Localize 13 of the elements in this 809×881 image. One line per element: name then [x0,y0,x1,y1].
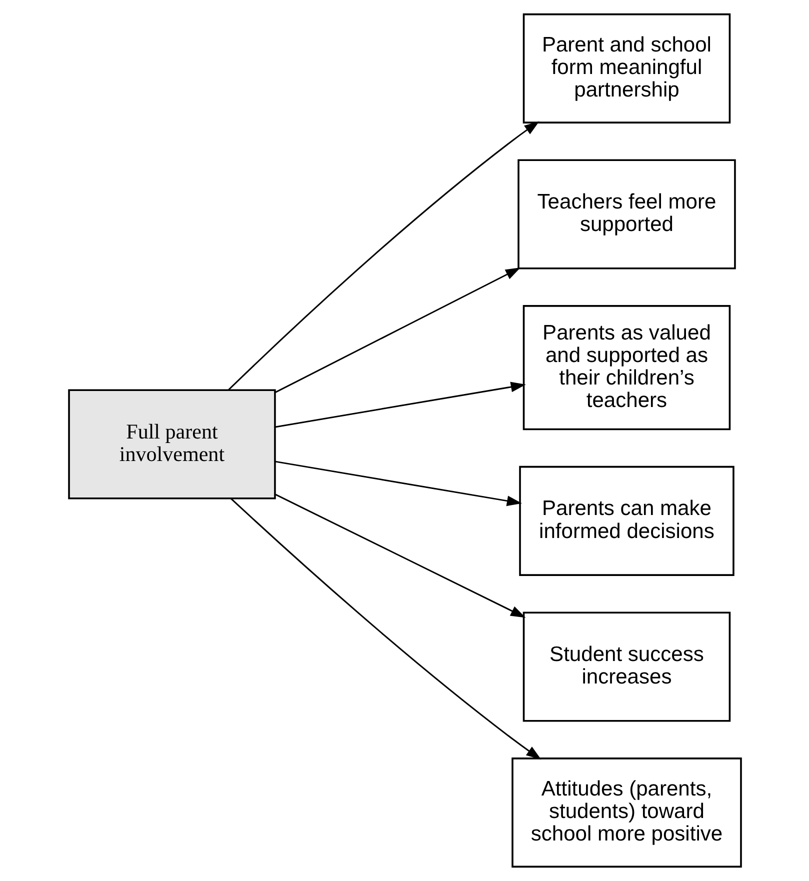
arrow [274,494,526,618]
node-box: Student success increases [522,612,730,722]
node-box: Attitudes (parents, students) toward school more positive [511,758,742,868]
node-box: Parents as valued and supported as their children’s teachers [522,305,730,430]
arrow [230,498,541,760]
node-box: Full parent involvement [68,389,276,500]
arrow [228,121,539,390]
arrow [274,382,526,428]
node-box: Parent and school form meaningful partnership [522,13,730,124]
node-box: Parents can make informed decisions [518,466,734,576]
arrow [274,460,522,506]
arrow [274,268,520,394]
node-box: Teachers feel more supported [517,159,736,270]
